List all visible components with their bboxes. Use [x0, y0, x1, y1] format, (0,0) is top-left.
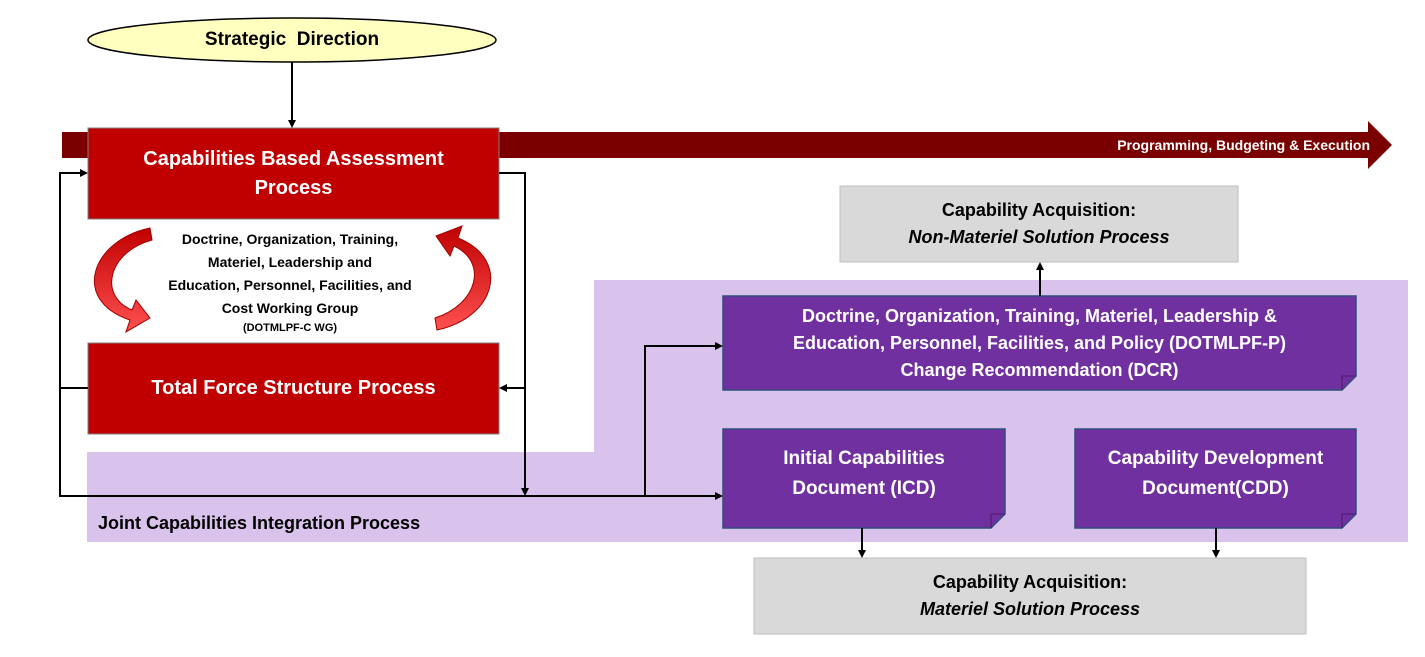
non-materiel-line-1: Capability Acquisition: [941, 200, 1137, 220]
dcr-line-2: Education, Personnel, Facilities, and Po… [792, 332, 1287, 353]
jcip-text: Joint Capabilities Integration Process [98, 512, 421, 533]
cdd-line-1: Capability Development [1107, 448, 1324, 469]
icd-label: Initial Capabilities Document (ICD) [723, 429, 1005, 519]
working-group-label: Doctrine, Organization, Training, Materi… [140, 222, 440, 342]
materiel-line-2: Materiel Solution Process [919, 599, 1141, 619]
connectors [59, 62, 1220, 558]
wg-line-3: Education, Personnel, Facilities, and [168, 277, 412, 293]
strategic-direction-label: Strategic Direction [90, 18, 494, 62]
cba-box [87, 127, 500, 220]
wg-line-2: Materiel, Leadership and [207, 254, 373, 270]
materiel-line-1: Capability Acquisition: [932, 572, 1128, 592]
timeline-text: Programming, Budgeting & Execution [1117, 137, 1370, 153]
dcr-line-1: Doctrine, Organization, Training, Materi… [801, 305, 1278, 326]
jcip-label: Joint Capabilities Integration Process [98, 508, 518, 538]
right-cycle-arrow [434, 225, 492, 331]
dcr-label: Doctrine, Organization, Training, Materi… [723, 296, 1356, 390]
materiel-label: Capability Acquisition: Materiel Solutio… [754, 558, 1306, 634]
cdd-label: Capability Development Document(CDD) [1075, 429, 1356, 519]
wg-line-1: Doctrine, Organization, Training, [181, 231, 399, 247]
cdd-line-2: Document(CDD) [1142, 478, 1289, 499]
total-force-text: Total Force Structure Process [151, 377, 436, 399]
materiel-box [753, 557, 1307, 635]
cba-line-1: Capabilities Based Assessment [143, 147, 444, 170]
cba-line-2: Process [254, 176, 333, 199]
cba-label: Capabilities Based Assessment Process [88, 128, 499, 219]
cdd-box [1074, 428, 1357, 529]
non-materiel-line-2: Non-Materiel Solution Process [908, 227, 1170, 247]
icd-line-1: Initial Capabilities [783, 448, 945, 469]
non-materiel-label: Capability Acquisition: Non-Materiel Sol… [840, 186, 1238, 262]
timeline-label: Programming, Budgeting & Execution [1000, 132, 1370, 158]
icd-box [722, 428, 1006, 529]
left-cycle-arrow [93, 227, 153, 334]
dcr-box [722, 295, 1357, 391]
wg-line-4: Cost Working Group [221, 300, 359, 316]
dcr-line-3: Change Recommendation (DCR) [900, 359, 1179, 380]
strategic-direction-text: Strategic Direction [204, 29, 380, 50]
total-force-label: Total Force Structure Process [88, 343, 499, 434]
wg-abbrev: (DOTMLPF-C WG) [242, 322, 338, 334]
icd-line-2: Document (ICD) [792, 478, 936, 499]
